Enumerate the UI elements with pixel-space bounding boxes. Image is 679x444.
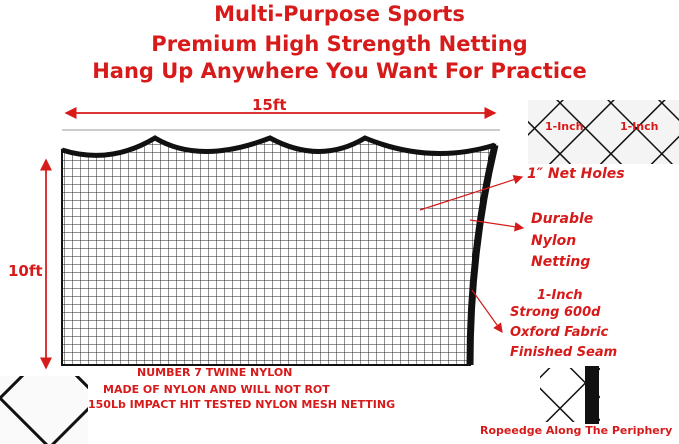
headline-line-1: Multi-Purpose Sports — [214, 2, 465, 26]
feature-line-2: MADE OF NYLON AND WILL NOT ROT — [103, 383, 330, 396]
scalloped-top-seam — [61, 135, 496, 158]
ropeedge-caption: Ropeedge Along The Periphery — [480, 424, 673, 437]
headline-line-2: Premium High Strength Netting — [151, 32, 528, 56]
durable-callout-2: Nylon — [531, 233, 577, 249]
mesh-size-label: 1-Inch — [620, 120, 659, 133]
net-holes-callout: 1″ Net Holes — [527, 166, 625, 182]
seam-callout-1: 1-Inch — [537, 288, 583, 303]
mesh-size-label: 1-Inch — [545, 120, 584, 133]
headline-line-3: Hang Up Anywhere You Want For Practice — [92, 59, 587, 83]
height-label: 10ft — [8, 262, 43, 280]
seam-callout-3: Oxford Fabric — [510, 325, 609, 340]
seam-callout-2: Strong 600d — [510, 305, 601, 320]
feature-line-3: 150Lb IMPACT HIT TESTED NYLON MESH NETTI… — [88, 398, 396, 411]
ropeedge-inset — [540, 366, 600, 424]
net-body — [61, 136, 497, 366]
feature-line-1: NUMBER 7 TWINE NYLON — [137, 366, 293, 379]
width-label: 15ft — [252, 96, 287, 114]
side-seam — [466, 144, 499, 366]
durable-callout-3: Netting — [531, 254, 591, 270]
seam-callout-4: Finished Seam — [510, 345, 618, 360]
durable-callout-1: Durable — [531, 211, 594, 227]
